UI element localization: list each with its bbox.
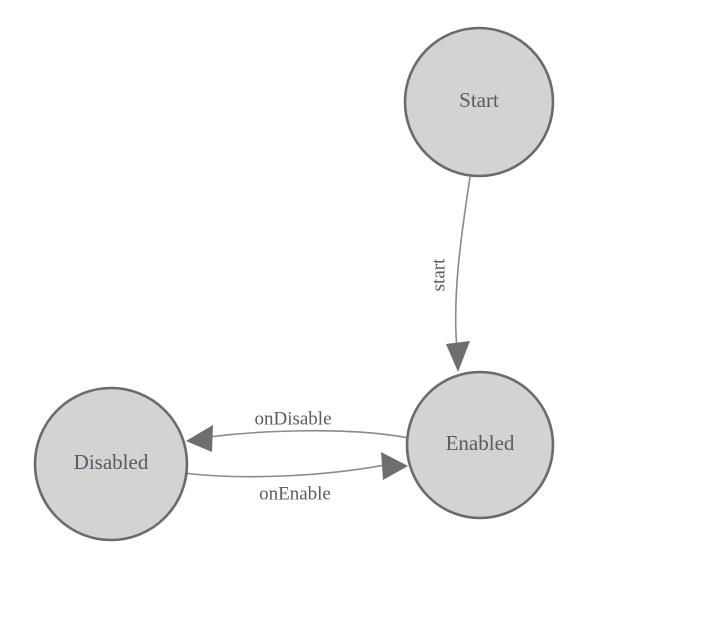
edge-path-start-to-enabled	[454, 176, 471, 350]
arrowhead-right-icon	[381, 452, 408, 480]
edge-label-onenable: onEnable	[259, 483, 331, 504]
edge-disabled-to-enabled[interactable]: onEnable	[182, 452, 408, 504]
edge-label-ondisable: onDisable	[254, 408, 331, 429]
node-disabled-label: Disabled	[74, 450, 149, 474]
node-start[interactable]: Start	[403, 26, 555, 178]
edge-start-to-enabled[interactable]: start	[428, 176, 471, 372]
node-start-circle	[403, 26, 555, 178]
node-enabled[interactable]: Enabled	[405, 370, 555, 520]
arrowhead-down-icon	[446, 341, 470, 372]
arrowhead-left-icon	[186, 425, 213, 452]
node-enabled-label: Enabled	[446, 431, 515, 455]
edge-label-start: start	[428, 258, 449, 291]
node-disabled-circle	[33, 386, 189, 542]
edge-path-disabled-to-enabled	[182, 464, 386, 478]
node-enabled-circle	[405, 370, 555, 520]
edge-enabled-to-disabled[interactable]: onDisable	[186, 408, 410, 452]
edge-path-enabled-to-disabled	[207, 429, 410, 439]
node-disabled[interactable]: Disabled	[33, 386, 189, 542]
node-start-label: Start	[459, 88, 499, 112]
